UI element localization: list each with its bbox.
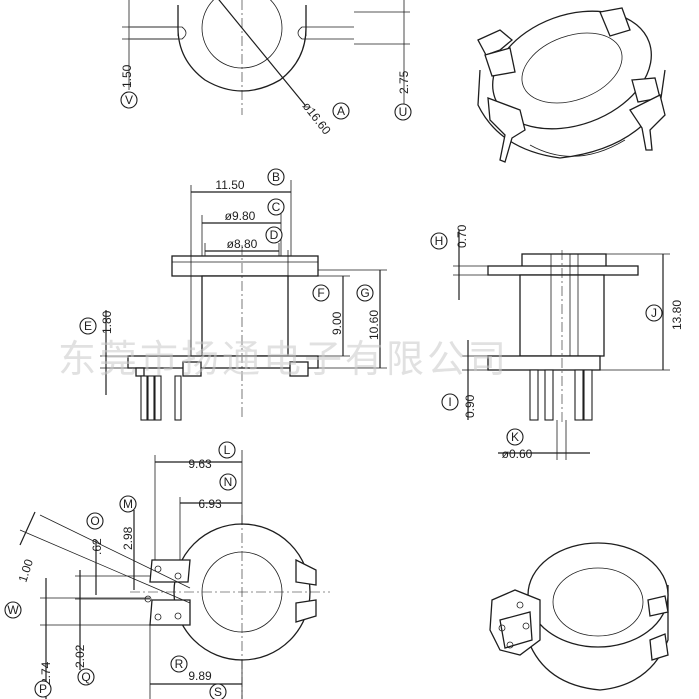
dim-2-74: 2.74	[39, 661, 53, 685]
marker-j	[645, 304, 663, 322]
label-r: R	[175, 657, 184, 671]
marker-e	[79, 317, 97, 335]
label-i: I	[448, 395, 451, 409]
marker-b	[267, 168, 285, 186]
label-b: B	[272, 170, 280, 184]
label-d: D	[270, 228, 279, 242]
marker-f	[312, 284, 330, 302]
marker-c	[267, 198, 285, 216]
marker-i	[441, 393, 459, 411]
dim-e-group: 1.80 E	[79, 310, 136, 395]
top-view: 1.50 V 2.75 U ø16.60 A	[120, 0, 412, 138]
side-view-body	[127, 245, 319, 421]
dim-9-00: 9.00	[330, 311, 344, 335]
label-m: M	[123, 497, 133, 511]
marker-d	[265, 226, 283, 244]
marker-n	[219, 473, 237, 491]
dim-8-80: ø8.80	[227, 237, 258, 251]
dim-d-group: ø8.80 D	[204, 226, 283, 256]
dim-f-group: 9.00 F	[312, 275, 350, 357]
marker-k	[506, 428, 524, 446]
dim-6-93: 6.93	[198, 497, 222, 511]
end-view-body	[487, 250, 639, 425]
dim-u-group: 2.75 U	[354, 0, 412, 121]
label-o: O	[90, 514, 99, 528]
dim-16-60: ø16.60	[300, 99, 334, 137]
dim-1-00: 1.00	[16, 557, 37, 584]
dim-10-60: 10.60	[367, 310, 381, 340]
bottom-view-body	[130, 515, 330, 699]
end-view: 0.70 H 0.90 I 13.80 J ø0.60 K	[430, 224, 684, 461]
dim-1-50: 1.50	[120, 64, 134, 88]
dim-0-90: 0.90	[463, 394, 477, 418]
marker-u	[394, 103, 412, 121]
marker-p	[34, 680, 52, 698]
dim-a-group: ø16.60 A	[300, 99, 350, 138]
label-f: F	[317, 286, 324, 300]
marker-r	[170, 655, 188, 673]
isometric-view-bottom	[489, 542, 669, 691]
label-p: P	[39, 682, 47, 696]
dim-r-group: 9.89 R	[149, 625, 243, 699]
dim-o-group: .62 O	[86, 512, 104, 595]
dim-q-group: 2.02 Q	[73, 570, 150, 686]
label-u: U	[399, 105, 408, 119]
dim-h-group: 0.70 H	[430, 224, 488, 300]
label-n: N	[224, 475, 233, 489]
label-s: S	[214, 685, 222, 699]
dim-0-60: ø0.60	[502, 447, 533, 461]
label-a: A	[337, 104, 345, 118]
marker-w	[4, 601, 22, 619]
label-q: Q	[81, 670, 90, 684]
label-g: G	[360, 286, 369, 300]
dim-2-75: 2.75	[397, 70, 411, 94]
dim-0-70: 0.70	[455, 224, 469, 248]
marker-v	[120, 91, 138, 109]
label-e: E	[84, 319, 92, 333]
dim-9-63: 9.63	[188, 457, 212, 471]
dim-v-group: 1.50 V	[120, 0, 178, 109]
label-j: J	[651, 306, 657, 320]
marker-o	[86, 512, 104, 530]
marker-m	[119, 495, 137, 513]
label-h: H	[435, 234, 444, 248]
dim-i-group: 0.90 I	[441, 340, 488, 420]
dim-p-group: 2.74 P	[34, 578, 150, 699]
isometric-view-top	[477, 7, 666, 163]
marker-l	[218, 441, 236, 459]
label-w: W	[7, 603, 19, 617]
marker-h	[430, 232, 448, 250]
label-v: V	[125, 93, 133, 107]
dim-1-80: 1.80	[100, 310, 114, 334]
dim-2-02: 2.02	[73, 644, 87, 668]
side-view: 11.50 B ø9.80 C ø8.80 D 9.00 F	[79, 168, 387, 421]
marker-g	[356, 284, 374, 302]
dim-9-89: 9.89	[188, 669, 212, 683]
dim-s-group: S	[209, 683, 227, 699]
dim-w-group: 1.00 W	[4, 511, 191, 619]
dim-62: .62	[90, 538, 104, 555]
dim-n-group: 6.93 N	[179, 473, 242, 560]
dim-l-group: 9.63 L	[154, 441, 243, 560]
dim-b-group: 11.50 B	[190, 168, 292, 256]
label-l: L	[224, 443, 231, 457]
label-c: C	[272, 200, 281, 214]
top-view-body	[130, 0, 354, 115]
dim-g-group: 10.60 G	[318, 269, 387, 369]
dim-2-98: 2.98	[121, 526, 135, 550]
marker-a	[332, 102, 350, 120]
dim-c-group: ø9.80 C	[201, 198, 285, 256]
dim-9-80: ø9.80	[225, 209, 256, 223]
marker-s	[209, 683, 227, 699]
dim-k-group: ø0.60 K	[498, 420, 590, 461]
dim-j-group: 13.80 J	[600, 253, 684, 371]
watermark-text: 东莞市扬通电子有限公司	[58, 339, 509, 381]
bottom-view: 9.63 L 6.93 N 2.98 M .62 O 1.00	[4, 441, 330, 699]
label-k: K	[511, 430, 519, 444]
dim-13-80: 13.80	[670, 300, 684, 330]
marker-q	[77, 668, 95, 686]
dim-11-50: 11.50	[215, 178, 244, 192]
dim-m-group: 2.98 M	[119, 495, 137, 590]
